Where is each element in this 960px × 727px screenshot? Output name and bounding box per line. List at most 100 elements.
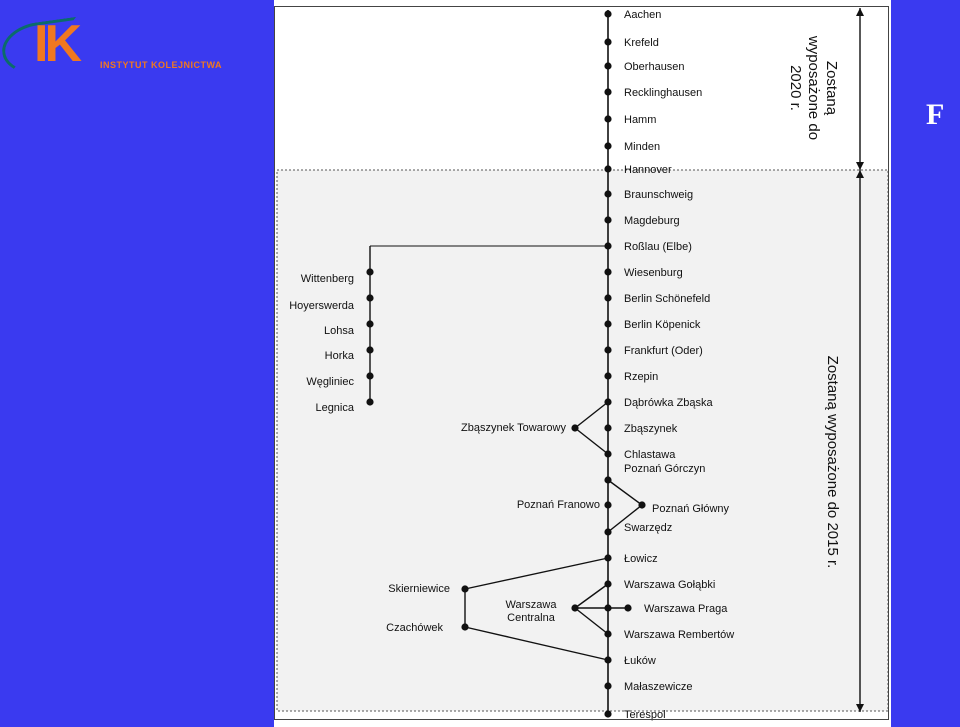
station-label-oberhausen: Oberhausen	[624, 61, 685, 73]
station-node-braunschweig	[604, 190, 612, 198]
station-node-krefeld	[604, 38, 612, 46]
station-node-warszawa-golabki	[604, 580, 612, 588]
bypass-lowicz-skierniewice	[464, 557, 609, 590]
station-label-wiesenburg: Wiesenburg	[624, 267, 683, 279]
station-node-horka	[366, 346, 374, 354]
station-node-warszawa-praga-junction	[604, 604, 612, 612]
station-node-zbaszynek	[604, 424, 612, 432]
station-label-aachen: Aachen	[624, 9, 661, 21]
station-node-poznan-gorczyn	[604, 476, 612, 484]
station-node-zbaszynek-towarowy	[571, 424, 579, 432]
station-node-warszawa-rembertow	[604, 630, 612, 638]
station-node-terespol	[604, 710, 612, 718]
station-label-warszawa-praga: Warszawa Praga	[644, 603, 728, 615]
station-label-poznan-glowny: Poznań Główny	[652, 503, 730, 515]
station-node-berlin-schonefeld	[604, 294, 612, 302]
station-label-rzepin: Rzepin	[624, 371, 658, 383]
station-node-minden	[604, 142, 612, 150]
station-node-legnica	[366, 398, 374, 406]
station-node-hoyerswerda	[366, 294, 374, 302]
station-label-berlin-kopenick: Berlin Köpenick	[624, 319, 701, 331]
station-node-wiesenburg	[604, 268, 612, 276]
station-label-lukow: Łuków	[624, 655, 656, 667]
station-label-zbaszynek: Zbąszynek	[624, 423, 678, 435]
loop-centralna-upper	[574, 583, 609, 609]
station-node-poznan-glowny	[638, 501, 646, 509]
station-label-warszawa-golabki: Warszawa Gołąbki	[624, 579, 715, 591]
station-node-hannover	[604, 165, 612, 173]
zone-2015-box	[276, 169, 889, 712]
station-label-terespol: Terespol	[624, 709, 666, 721]
station-label-dabrowka-zbaska: Dąbrówka Zbąska	[624, 397, 714, 409]
station-node-swarzedz	[604, 528, 612, 536]
station-label-berlin-schonefeld: Berlin Schönefeld	[624, 293, 710, 305]
station-node-chlastawa	[604, 450, 612, 458]
station-node-lukow	[604, 656, 612, 664]
station-label-legnica: Legnica	[315, 402, 354, 414]
station-label-poznan-franowo: Poznań Franowo	[517, 499, 600, 511]
logo-letters: IK	[34, 15, 82, 73]
zone-2015-note-text: Zostaną wyposażone do 2015 r.	[824, 356, 841, 569]
station-label-krefeld: Krefeld	[624, 37, 659, 49]
loop-zbaszynek-lower	[574, 427, 609, 455]
station-node-warszawa-praga	[624, 604, 632, 612]
station-label-rosslau-elbe: Roßlau (Elbe)	[624, 241, 692, 253]
station-label-magdeburg: Magdeburg	[624, 215, 680, 227]
station-label-frankfurt-oder: Frankfurt (Oder)	[624, 345, 703, 357]
bypass-czachowek-lukow	[464, 626, 609, 661]
station-label-malaszewicze: Małaszewicze	[624, 681, 692, 693]
station-label-hamm: Hamm	[624, 114, 656, 126]
station-node-skierniewice	[461, 585, 469, 593]
station-label-wittenberg: Wittenberg	[301, 273, 354, 285]
station-node-malaszewicze	[604, 682, 612, 690]
zone-2015-arrow-head-top	[856, 170, 864, 178]
station-node-wegliniec	[366, 372, 374, 380]
station-node-rzepin	[604, 372, 612, 380]
station-label-warszawa-centralna-2: Centralna	[507, 612, 556, 624]
station-label-recklinghausen: Recklinghausen	[624, 87, 702, 99]
station-label-wegliniec: Węgliniec	[306, 376, 354, 388]
logo-subtitle: INSTYTUT KOLEJNICTWA	[100, 60, 222, 70]
zone-2020-note-line-1: Zostaną	[823, 61, 840, 116]
station-label-lohsa: Lohsa	[324, 325, 355, 337]
station-node-rosslau-elbe	[604, 242, 612, 250]
station-label-minden: Minden	[624, 141, 660, 153]
station-node-frankfurt-oder	[604, 346, 612, 354]
left-blue-panel	[0, 0, 274, 727]
station-node-recklinghausen	[604, 88, 612, 96]
zone-2020-note-line-3: 2020 r.	[787, 65, 804, 111]
station-label-zbaszynek-towarowy: Zbąszynek Towarowy	[461, 422, 566, 434]
station-node-magdeburg	[604, 216, 612, 224]
station-label-hannover: Hannover	[624, 164, 672, 176]
zone-2020-arrow-head-bottom	[856, 162, 864, 170]
station-label-horka: Horka	[325, 350, 355, 362]
station-label-braunschweig: Braunschweig	[624, 189, 693, 201]
station-label-hoyerswerda: Hoyerswerda	[289, 300, 355, 312]
station-label-chlastawa: Chlastawa	[624, 449, 676, 461]
station-node-dabrowka-zbaska	[604, 398, 612, 406]
station-label-swarzedz: Swarzędz	[624, 522, 672, 534]
zone-2015-arrow-head-bottom	[856, 704, 864, 712]
zone-2020-note-line-2: wyposażone do	[805, 35, 822, 140]
station-node-hamm	[604, 115, 612, 123]
side-letter: F	[926, 98, 945, 131]
station-node-oberhausen	[604, 62, 612, 70]
zone-2020-note: Zostaną wyposażone do 2020 r.	[787, 35, 840, 140]
station-node-warszawa-centralna	[571, 604, 579, 612]
station-node-berlin-kopenick	[604, 320, 612, 328]
station-label-czachowek: Czachówek	[386, 622, 443, 634]
station-label-warszawa-rembertow: Warszawa Rembertów	[624, 629, 734, 641]
station-label-lowicz: Łowicz	[624, 553, 658, 565]
loop-zbaszynek-upper	[574, 401, 609, 429]
station-label-skierniewice: Skierniewice	[388, 583, 450, 595]
station-node-czachowek	[461, 623, 469, 631]
station-node-lohsa	[366, 320, 374, 328]
station-label-poznan-gorczyn: Poznań Górczyn	[624, 463, 705, 475]
loop-centralna-lower	[574, 607, 609, 635]
zone-2015-note: Zostaną wyposażone do 2015 r.	[824, 356, 841, 569]
zone-2020-arrow-head-top	[856, 8, 864, 16]
station-label-warszawa-centralna-1: Warszawa	[506, 599, 558, 611]
station-node-lowicz	[604, 554, 612, 562]
loop-poznan-glowny-upper	[607, 479, 643, 506]
